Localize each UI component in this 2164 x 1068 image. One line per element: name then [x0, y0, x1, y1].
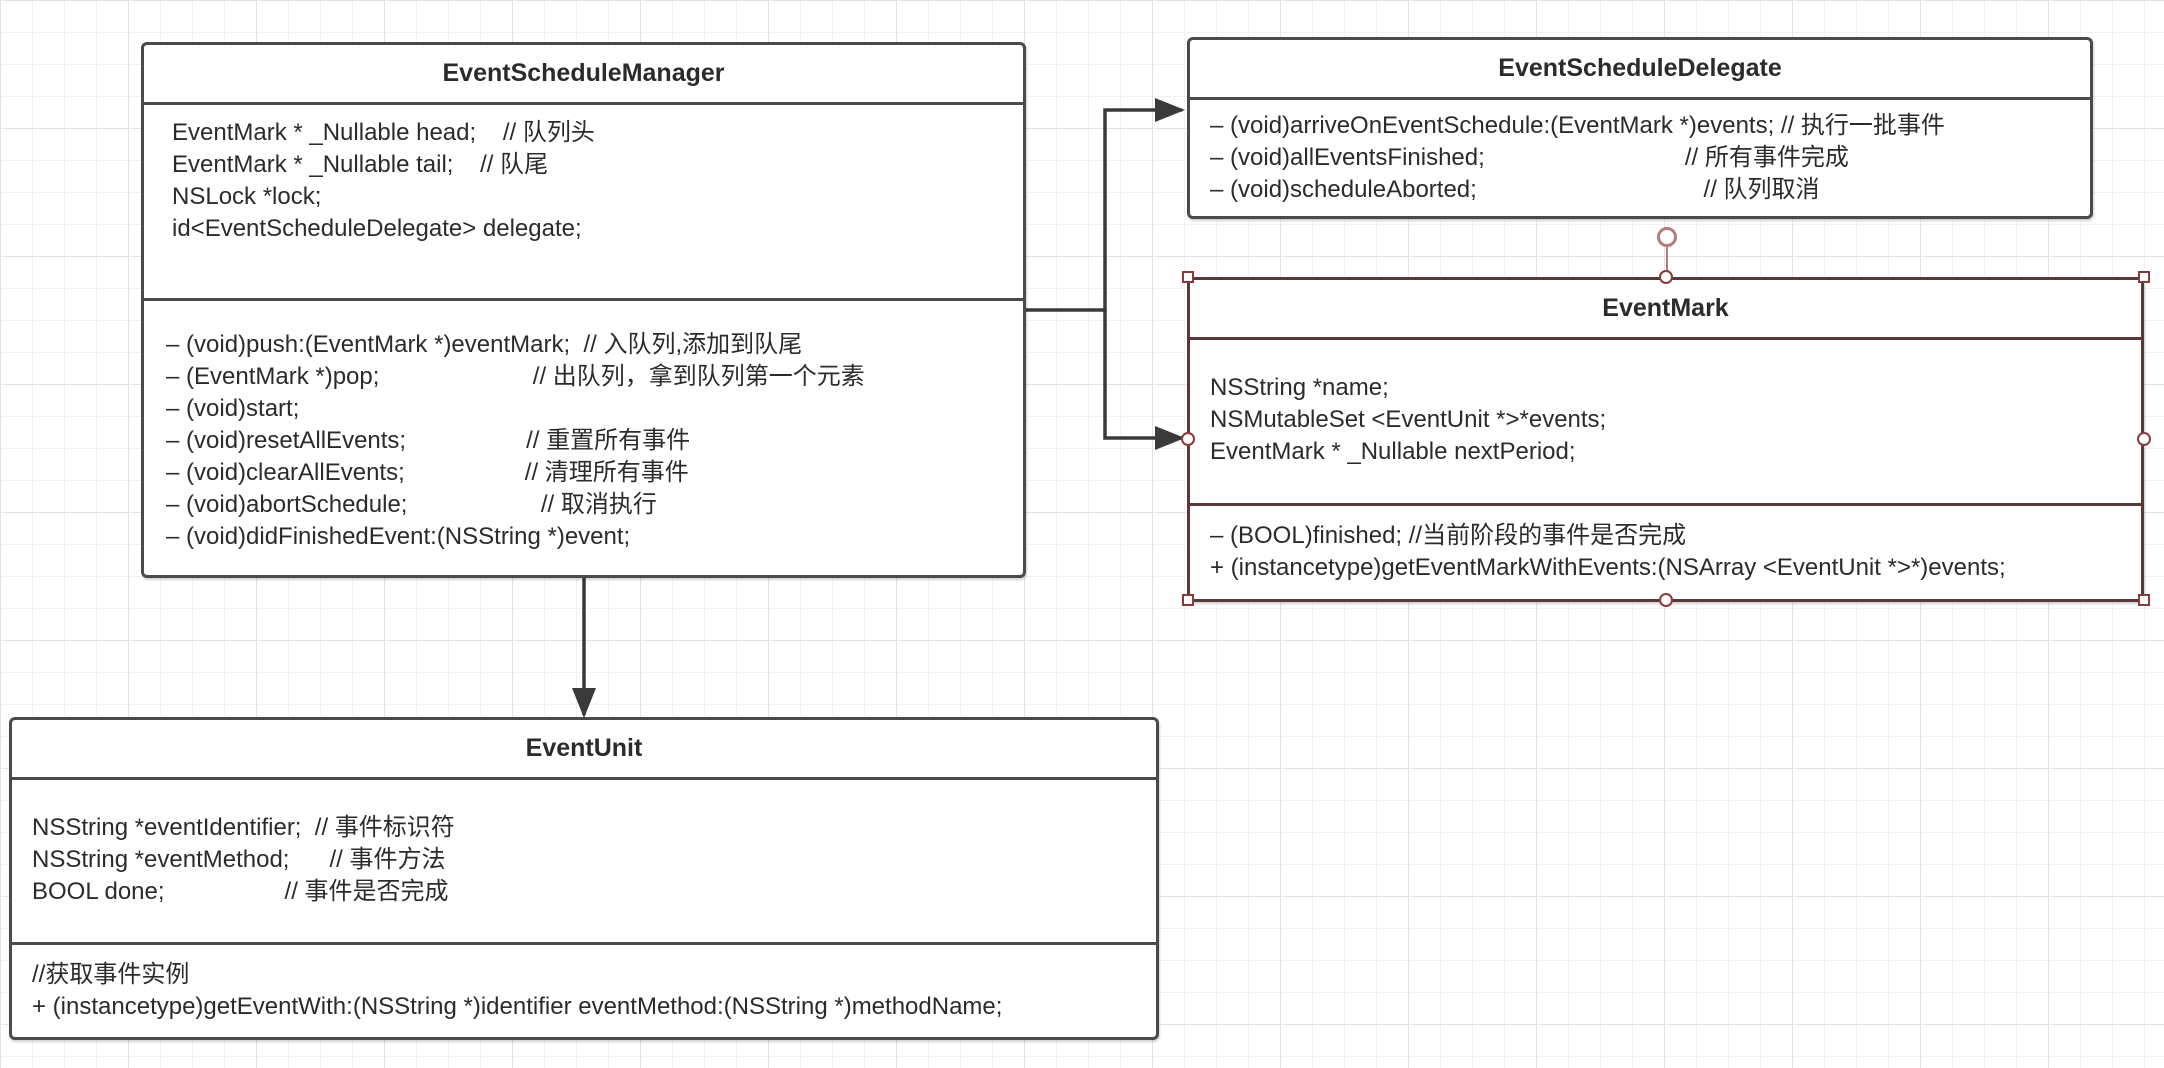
- methods-section: //获取事件实例 + (instancetype)getEventWith:(N…: [12, 942, 1156, 1023]
- method-resetallevents: – (void)resetAllEvents; // 重置所有事件: [166, 427, 691, 454]
- method-geteventmarkwithevents: + (instancetype)getEventMarkWithEvents:(…: [1210, 554, 2006, 581]
- method-arriveoneventschedule: – (void)arriveOnEventSchedule:(EventMark…: [1210, 112, 1945, 139]
- method-start: – (void)start;: [166, 395, 300, 422]
- attributes-section: NSString *eventIdentifier; // 事件标识符 NSSt…: [12, 780, 1156, 942]
- class-eventmark[interactable]: EventMark NSString *name; NSMutableSet <…: [1187, 277, 2144, 602]
- rotate-handle[interactable]: [1657, 227, 1677, 247]
- attribute-nextperiod: EventMark * _Nullable nextPeriod;: [1210, 438, 1576, 465]
- class-name: EventScheduleDelegate: [1190, 40, 2090, 100]
- attribute-eventmethod: NSString *eventMethod; // 事件方法: [32, 846, 446, 873]
- method-geteventwith: + (instancetype)getEventWith:(NSString *…: [32, 993, 1003, 1020]
- attribute-delegate: id<EventScheduleDelegate> delegate;: [172, 215, 582, 242]
- class-name: EventMark: [1190, 280, 2141, 340]
- connection-point-right[interactable]: [2137, 432, 2151, 446]
- class-eventscheduledelegate[interactable]: EventScheduleDelegate – (void)arriveOnEv…: [1187, 37, 2093, 219]
- method-alleventsfinished: – (void)allEventsFinished; // 所有事件完成: [1210, 144, 1849, 171]
- resize-handle-bottom-right[interactable]: [2138, 594, 2150, 606]
- method-didfinishedevent: – (void)didFinishedEvent:(NSString *)eve…: [166, 523, 631, 550]
- method-finished: – (BOOL)finished; //当前阶段的事件是否完成: [1210, 522, 1687, 549]
- class-eventschedulemanager[interactable]: EventScheduleManager EventMark * _Nullab…: [141, 42, 1026, 578]
- attribute-eventidentifier: NSString *eventIdentifier; // 事件标识符: [32, 814, 455, 841]
- attribute-events: NSMutableSet <EventUnit *>*events;: [1210, 406, 1607, 433]
- methods-section: – (BOOL)finished; //当前阶段的事件是否完成 + (insta…: [1190, 503, 2141, 584]
- method-abortschedule: – (void)abortSchedule; // 取消执行: [166, 491, 657, 518]
- method-comment: //获取事件实例: [32, 961, 190, 988]
- connector-manager-to-eventmark[interactable]: [1103, 310, 1185, 450]
- class-eventunit[interactable]: EventUnit NSString *eventIdentifier; // …: [9, 717, 1159, 1040]
- resize-handle-top-left[interactable]: [1182, 271, 1194, 283]
- method-clearallevents: – (void)clearAllEvents; // 清理所有事件: [166, 459, 689, 486]
- resize-handle-top-right[interactable]: [2138, 271, 2150, 283]
- resize-handle-bottom-left[interactable]: [1182, 594, 1194, 606]
- attribute-name: NSString *name;: [1210, 374, 1389, 401]
- method-pop: – (EventMark *)pop; // 出队列，拿到队列第一个元素: [166, 363, 865, 390]
- method-push: – (void)push:(EventMark *)eventMark; // …: [166, 331, 803, 358]
- connection-point-left[interactable]: [1181, 432, 1195, 446]
- method-scheduleaborted: – (void)scheduleAborted; // 队列取消: [1210, 176, 1820, 203]
- attribute-done: BOOL done; // 事件是否完成: [32, 878, 449, 905]
- methods-section: – (void)push:(EventMark *)eventMark; // …: [144, 298, 1023, 553]
- class-name: EventScheduleManager: [144, 45, 1023, 105]
- connection-point-top[interactable]: [1659, 270, 1673, 284]
- attribute-lock: NSLock *lock;: [172, 183, 322, 210]
- connector-manager-to-delegate[interactable]: [1025, 98, 1185, 312]
- methods-section: – (void)arriveOnEventSchedule:(EventMark…: [1190, 100, 2090, 206]
- connection-point-bottom[interactable]: [1659, 593, 1673, 607]
- attribute-head: EventMark * _Nullable head; // 队列头: [172, 119, 595, 146]
- attributes-section: EventMark * _Nullable head; // 队列头 Event…: [144, 105, 1023, 298]
- rotate-handle-stem: [1666, 247, 1668, 277]
- class-name: EventUnit: [12, 720, 1156, 780]
- attributes-section: NSString *name; NSMutableSet <EventUnit …: [1190, 340, 2141, 503]
- attribute-tail: EventMark * _Nullable tail; // 队尾: [172, 151, 549, 178]
